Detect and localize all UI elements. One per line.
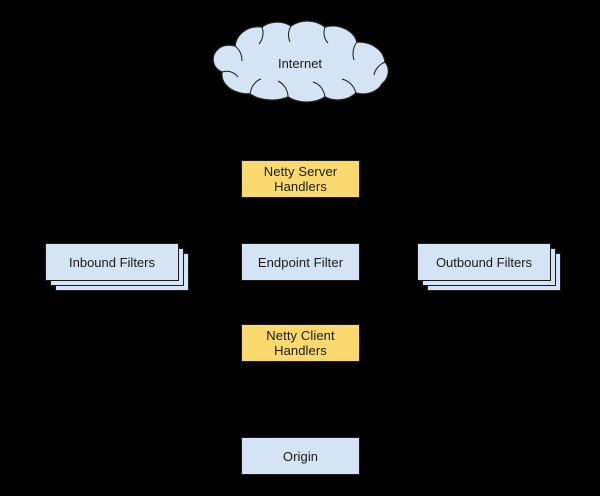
node-inbound-filters-label: Inbound Filters (69, 254, 155, 270)
node-endpoint-filter[interactable]: Endpoint Filter (241, 243, 360, 281)
edge-endpoint-to-netty-client (300, 281, 301, 324)
outbound-filters-layer-front: Outbound Filters (417, 243, 551, 281)
node-origin-label: Origin (282, 448, 319, 464)
node-endpoint-filter-label: Endpoint Filter (257, 254, 344, 270)
cloud-icon (212, 20, 390, 103)
node-netty-server-handlers[interactable]: Netty Server Handlers (241, 160, 360, 198)
edge-endpoint-to-outbound (300, 220, 484, 221)
edge-netty-server-to-inbound (112, 220, 300, 221)
edge-inbound-riser (112, 220, 113, 243)
edge-internet-to-netty-server (300, 100, 301, 160)
node-netty-client-handlers[interactable]: Netty Client Handlers (241, 324, 360, 362)
node-inbound-filters[interactable]: Inbound Filters (45, 243, 189, 291)
edge-outbound-riser (484, 220, 485, 243)
node-netty-client-handlers-label: Netty Client Handlers (266, 328, 335, 358)
node-origin[interactable]: Origin (241, 437, 360, 475)
node-netty-server-handlers-label: Netty Server Handlers (263, 164, 338, 194)
edge-netty-client-to-origin (300, 362, 301, 437)
node-internet[interactable]: Internet (208, 20, 392, 104)
inbound-filters-layer-front: Inbound Filters (45, 243, 179, 281)
node-outbound-filters[interactable]: Outbound Filters (417, 243, 561, 291)
node-outbound-filters-label: Outbound Filters (435, 254, 533, 270)
